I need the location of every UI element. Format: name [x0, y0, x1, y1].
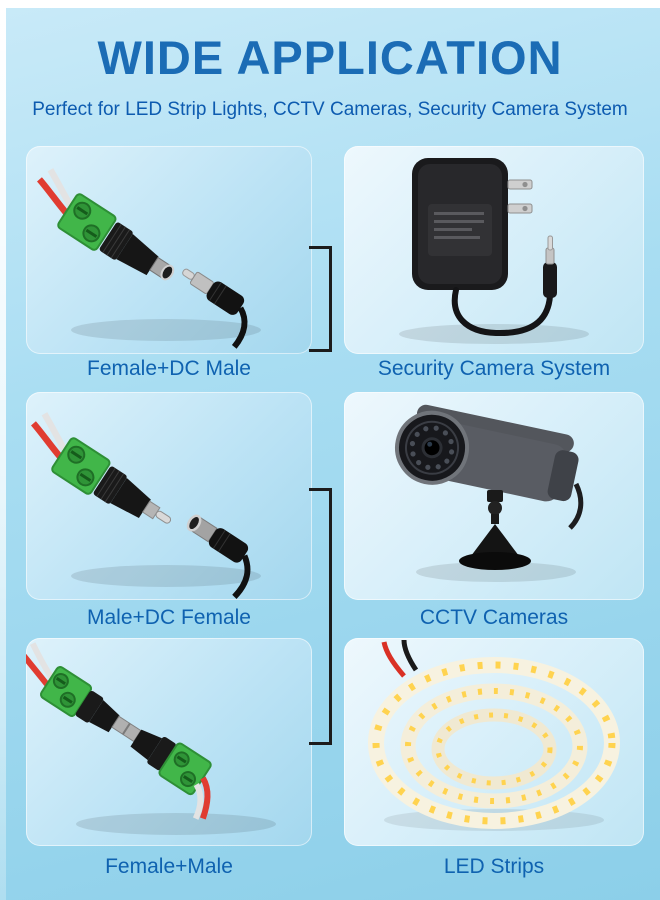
- page-subtitle: Perfect for LED Strip Lights, CCTV Camer…: [32, 99, 628, 120]
- application-label-security: Security Camera System: [377, 357, 611, 380]
- application-label-led: LED Strips: [443, 855, 545, 878]
- application-panel-security: [344, 146, 644, 354]
- connector-label-female-male: Female+Male: [105, 855, 233, 878]
- link-bracket-top: [309, 246, 332, 352]
- connector-male-dc-female-image: [31, 412, 261, 599]
- top-white-edge: [0, 0, 660, 8]
- connector-female-dc-male-image: [37, 168, 261, 349]
- page-title: WIDE APPLICATION: [97, 31, 563, 84]
- left-white-edge: [0, 0, 6, 900]
- application-label-cctv: CCTV Cameras: [419, 606, 569, 629]
- cctv-camera-image: [395, 404, 584, 582]
- led-strip-image: [368, 639, 620, 831]
- connector-female-male-image: [26, 642, 276, 835]
- product-card-female-dc-male: [26, 146, 312, 354]
- application-panel-led: [344, 638, 644, 846]
- product-card-male-dc-female: [26, 392, 312, 600]
- product-card-female-male: [26, 638, 312, 846]
- connector-label-female-dc-male: Female+DC Male: [87, 357, 251, 380]
- application-panel-cctv: [344, 392, 644, 600]
- connector-label-male-dc-female: Male+DC Female: [87, 606, 251, 629]
- power-adapter-image: [399, 158, 589, 344]
- link-bracket-bottom: [309, 488, 332, 745]
